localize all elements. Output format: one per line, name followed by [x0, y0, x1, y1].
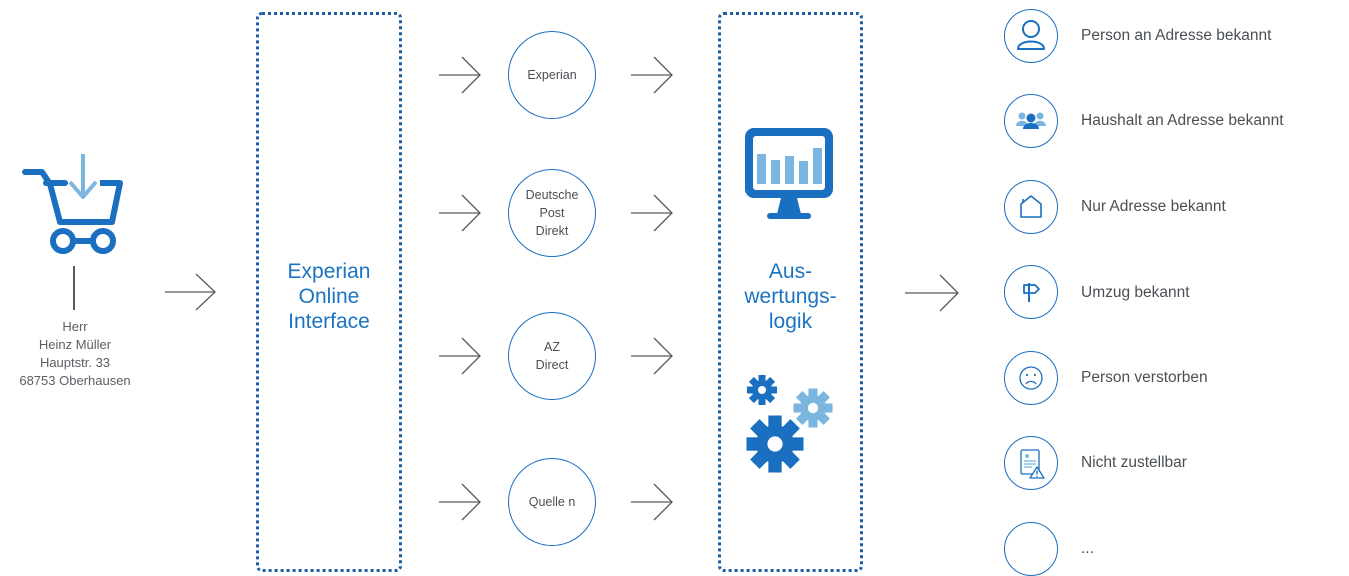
arrow-icon [165, 273, 216, 311]
arrow-icon [439, 483, 481, 521]
label-line: logik [768, 310, 813, 333]
arrow-icon [439, 56, 481, 94]
source-quelle-n: Quelle n [508, 458, 596, 546]
arrow-icon [439, 194, 481, 232]
undeliverable-document-icon [1020, 449, 1045, 479]
empty-icon [1004, 522, 1058, 576]
download-arrow-icon [68, 154, 98, 199]
arrow-icon [631, 337, 673, 375]
household-icon [1016, 112, 1046, 129]
house-icon [1020, 195, 1042, 218]
result-icon-circle [1004, 9, 1058, 63]
arrow-icon [631, 56, 673, 94]
result-label: Haushalt an Adresse bekannt [1081, 112, 1284, 129]
result-icon-circle [1004, 436, 1058, 490]
result-icon-circle [1004, 180, 1058, 234]
result-label: Nicht zustellbar [1081, 454, 1187, 471]
source-experian: Experian [508, 31, 596, 119]
result-icon-circle [1004, 265, 1058, 319]
arrow-icon [631, 483, 673, 521]
address-line: Herr [62, 319, 88, 334]
label-line: Online [298, 285, 360, 308]
result-label: Person an Adresse bekannt [1081, 27, 1272, 44]
address-line: Heinz Müller [38, 337, 112, 352]
signpost-icon [1023, 283, 1040, 302]
evaluation-box [718, 12, 863, 572]
label-line: Experian [287, 260, 371, 283]
address-line: 68753 Oberhausen [19, 373, 131, 388]
shopping-cart-icon [22, 169, 123, 254]
arrow-icon [905, 274, 959, 312]
source-deutsche-post-direkt: Deutsche Post Direkt [508, 169, 596, 257]
gears-icon [746, 375, 833, 473]
result-icon-circle [1004, 94, 1058, 148]
cart-group [20, 150, 130, 260]
result-icon-circle [1004, 351, 1058, 405]
evaluation-label: Aus- wertungs- logik [718, 259, 863, 334]
interface-label: Experian Online Interface [256, 259, 402, 334]
result-label: Nur Adresse bekannt [1081, 198, 1226, 215]
label-line: Interface [288, 310, 370, 333]
source-az-direct: AZ Direct [508, 312, 596, 400]
monitor-chart-icon [745, 128, 833, 219]
result-label: Umzug bekannt [1081, 284, 1190, 301]
arrow-icon [631, 194, 673, 232]
label-line: wertungs- [744, 285, 837, 308]
result-label: Person verstorben [1081, 369, 1208, 386]
label-line: Aus- [768, 260, 813, 283]
result-label: ... [1081, 540, 1094, 557]
customer-address: Herr Heinz Müller Hauptstr. 33 68753 Obe… [0, 318, 150, 390]
connector-line [73, 266, 75, 310]
sad-face-icon [1019, 366, 1043, 390]
interface-box [256, 12, 402, 572]
address-line: Hauptstr. 33 [39, 355, 111, 370]
arrow-icon [439, 337, 481, 375]
person-icon [1017, 20, 1045, 50]
